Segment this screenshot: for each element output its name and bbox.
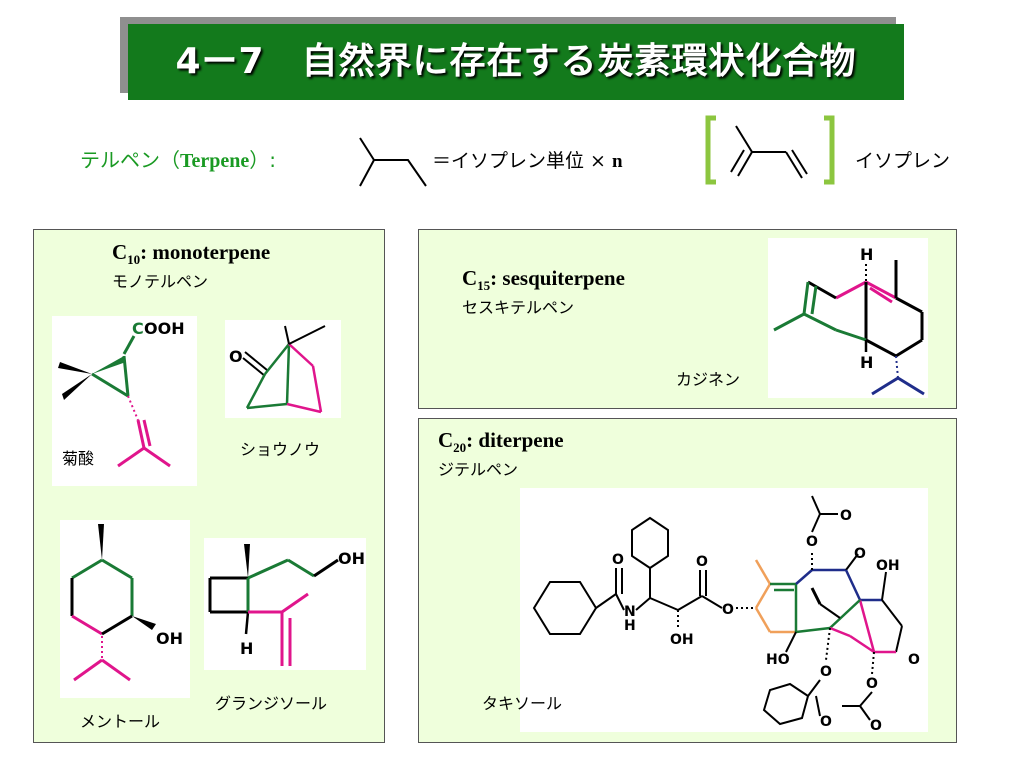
menthol-oh-label: OH — [156, 629, 183, 648]
camphor-structure: O — [229, 325, 326, 414]
camphor-o-label: O — [229, 347, 243, 366]
taxol-o-label-2: O — [696, 554, 708, 570]
chrysanthemic-acid-structure: C OOH — [58, 319, 185, 468]
chrysanthemic-acid-box — [52, 316, 197, 486]
taxol-o-label-4: O — [854, 546, 866, 562]
menthol-box — [60, 520, 190, 698]
grandisol-structure: OH H — [208, 544, 365, 666]
cadinene-structure: H H — [773, 245, 925, 396]
taxol-o-label-1: O — [612, 552, 624, 568]
taxol-o-label-9: O — [820, 714, 832, 730]
taxol-o-label-10: O — [866, 676, 878, 692]
isoprene-structure — [705, 115, 835, 185]
taxol-ho-label: HO — [766, 652, 790, 668]
taxol-o-label-8: O — [820, 664, 832, 680]
taxol-o-label-7: O — [908, 652, 920, 668]
taxol-structure: O N H OH O O O O O OH O HO O O O — [532, 495, 920, 732]
taxol-o-label-6: O — [840, 508, 852, 524]
grandisol-oh-label: OH — [338, 549, 365, 568]
cadinene-h-top-label: H — [860, 245, 873, 264]
taxol-h-label: H — [624, 618, 636, 634]
diterpene-kana: ジテルペン — [438, 460, 519, 479]
camphor-box — [225, 320, 341, 418]
isoprene-skeleton — [359, 137, 427, 187]
isoprene-equation: ＝イソプレン単位 × n — [432, 150, 623, 172]
taxol-label: タキソール — [482, 694, 563, 713]
cadinene-label: カジネン — [676, 370, 741, 389]
taxol-o-label-3: O — [722, 602, 734, 618]
cadinene-h-bottom-label: H — [860, 353, 873, 372]
grandisol-label: グランジソール — [215, 694, 328, 713]
taxol-o-label-11: O — [870, 718, 882, 732]
cooh-c-label: C — [132, 319, 144, 338]
terpene-label: テルペン（Terpene）: — [80, 148, 277, 172]
isoprene-label: イソプレン — [855, 150, 951, 172]
grandisol-h-label: H — [240, 639, 253, 658]
diterpene-heading: C20: diterpene — [438, 428, 564, 456]
sesquiterpene-heading: C15: sesquiterpene — [462, 266, 625, 294]
monoterpene-heading: C10: monoterpene — [112, 240, 271, 268]
cooh-label: OOH — [144, 319, 185, 338]
taxol-box — [520, 488, 928, 732]
monoterpene-kana: モノテルペン — [112, 272, 209, 291]
taxol-o-label-5: O — [806, 534, 818, 550]
slide-title: 4ー7 自然界に存在する炭素環状化合物 — [128, 24, 904, 100]
menthol-structure: OH — [70, 524, 183, 682]
taxol-oh-label-1: OH — [670, 632, 694, 648]
menthol-label: メントール — [80, 712, 161, 731]
camphor-label: ショウノウ — [240, 440, 321, 459]
taxol-oh-label-2: OH — [876, 558, 900, 574]
chrysanthemic-acid-label: 菊酸 — [62, 449, 95, 468]
sesquiterpene-kana: セスキテルペン — [462, 298, 575, 317]
taxol-n-label: N — [624, 604, 636, 620]
